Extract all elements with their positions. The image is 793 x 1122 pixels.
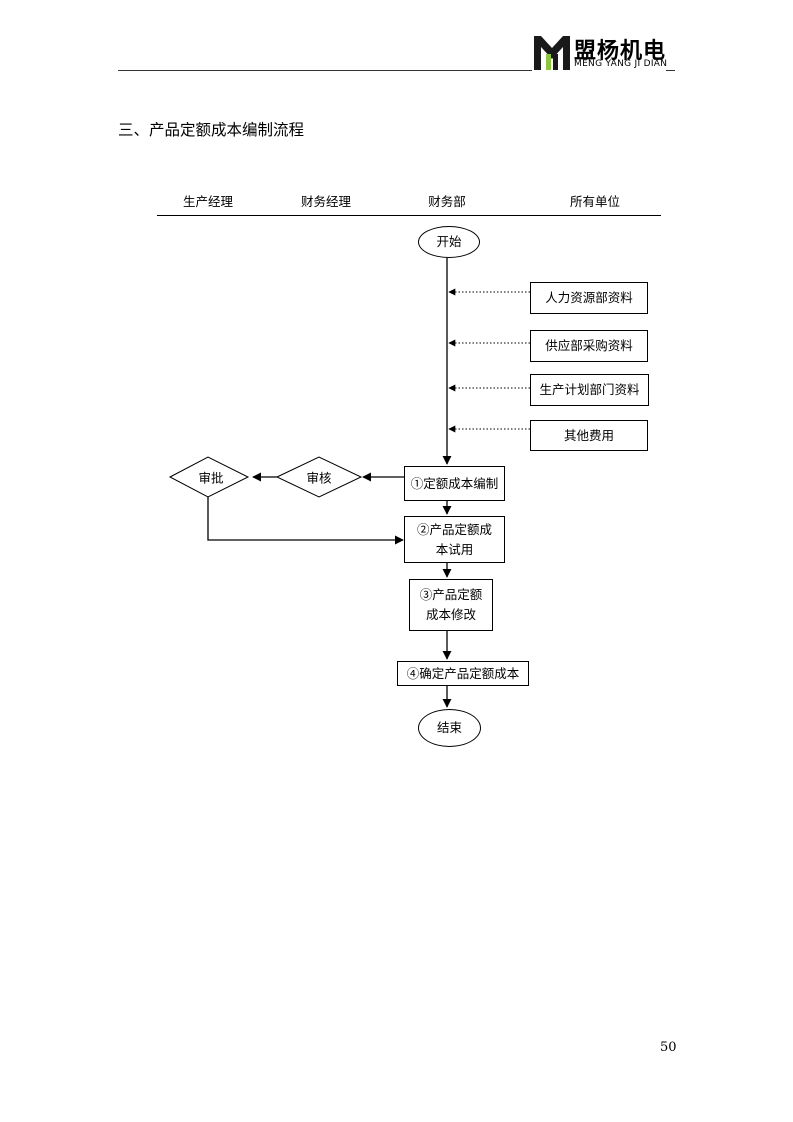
- hr-data-box: 人力资源部资料: [530, 282, 648, 314]
- page-number: 50: [660, 1040, 677, 1055]
- header-rule: [118, 70, 532, 71]
- brand-name: 盟杨机电: [574, 39, 667, 64]
- step1-box: ①定额成本编制: [404, 466, 505, 501]
- column-header-finance-dept: 财务部: [428, 194, 466, 209]
- step4-box: ④确定产品定额成本: [397, 661, 529, 686]
- plan-data-box: 生产计划部门资料: [530, 374, 649, 406]
- column-header-finance-manager: 财务经理: [300, 194, 352, 209]
- brand-logo-icon: [534, 36, 570, 70]
- column-header-all-units: 所有单位: [569, 194, 621, 209]
- header-rule-end: [666, 70, 675, 71]
- step2-box: ②产品定额成 本试用: [404, 516, 505, 563]
- other-costs-box: 其他费用: [530, 420, 648, 451]
- column-header-production-manager: 生产经理: [182, 194, 234, 209]
- end-node: 结束: [418, 709, 481, 747]
- approve-diamond: [168, 456, 250, 498]
- brand-subtitle: MENG YANG JI DIAN: [574, 59, 668, 69]
- review-label: 审核: [306, 470, 332, 486]
- supply-data-box: 供应部采购资料: [530, 330, 648, 362]
- approve-to-step2-arrow: [207, 497, 404, 545]
- step3-box: ③产品定额 成本修改: [409, 579, 493, 631]
- approve-label: 审批: [198, 470, 224, 486]
- section-title: 三、产品定额成本编制流程: [118, 121, 305, 139]
- start-node: 开始: [418, 226, 480, 258]
- column-header-rule: [157, 215, 661, 216]
- review-diamond: [275, 456, 363, 498]
